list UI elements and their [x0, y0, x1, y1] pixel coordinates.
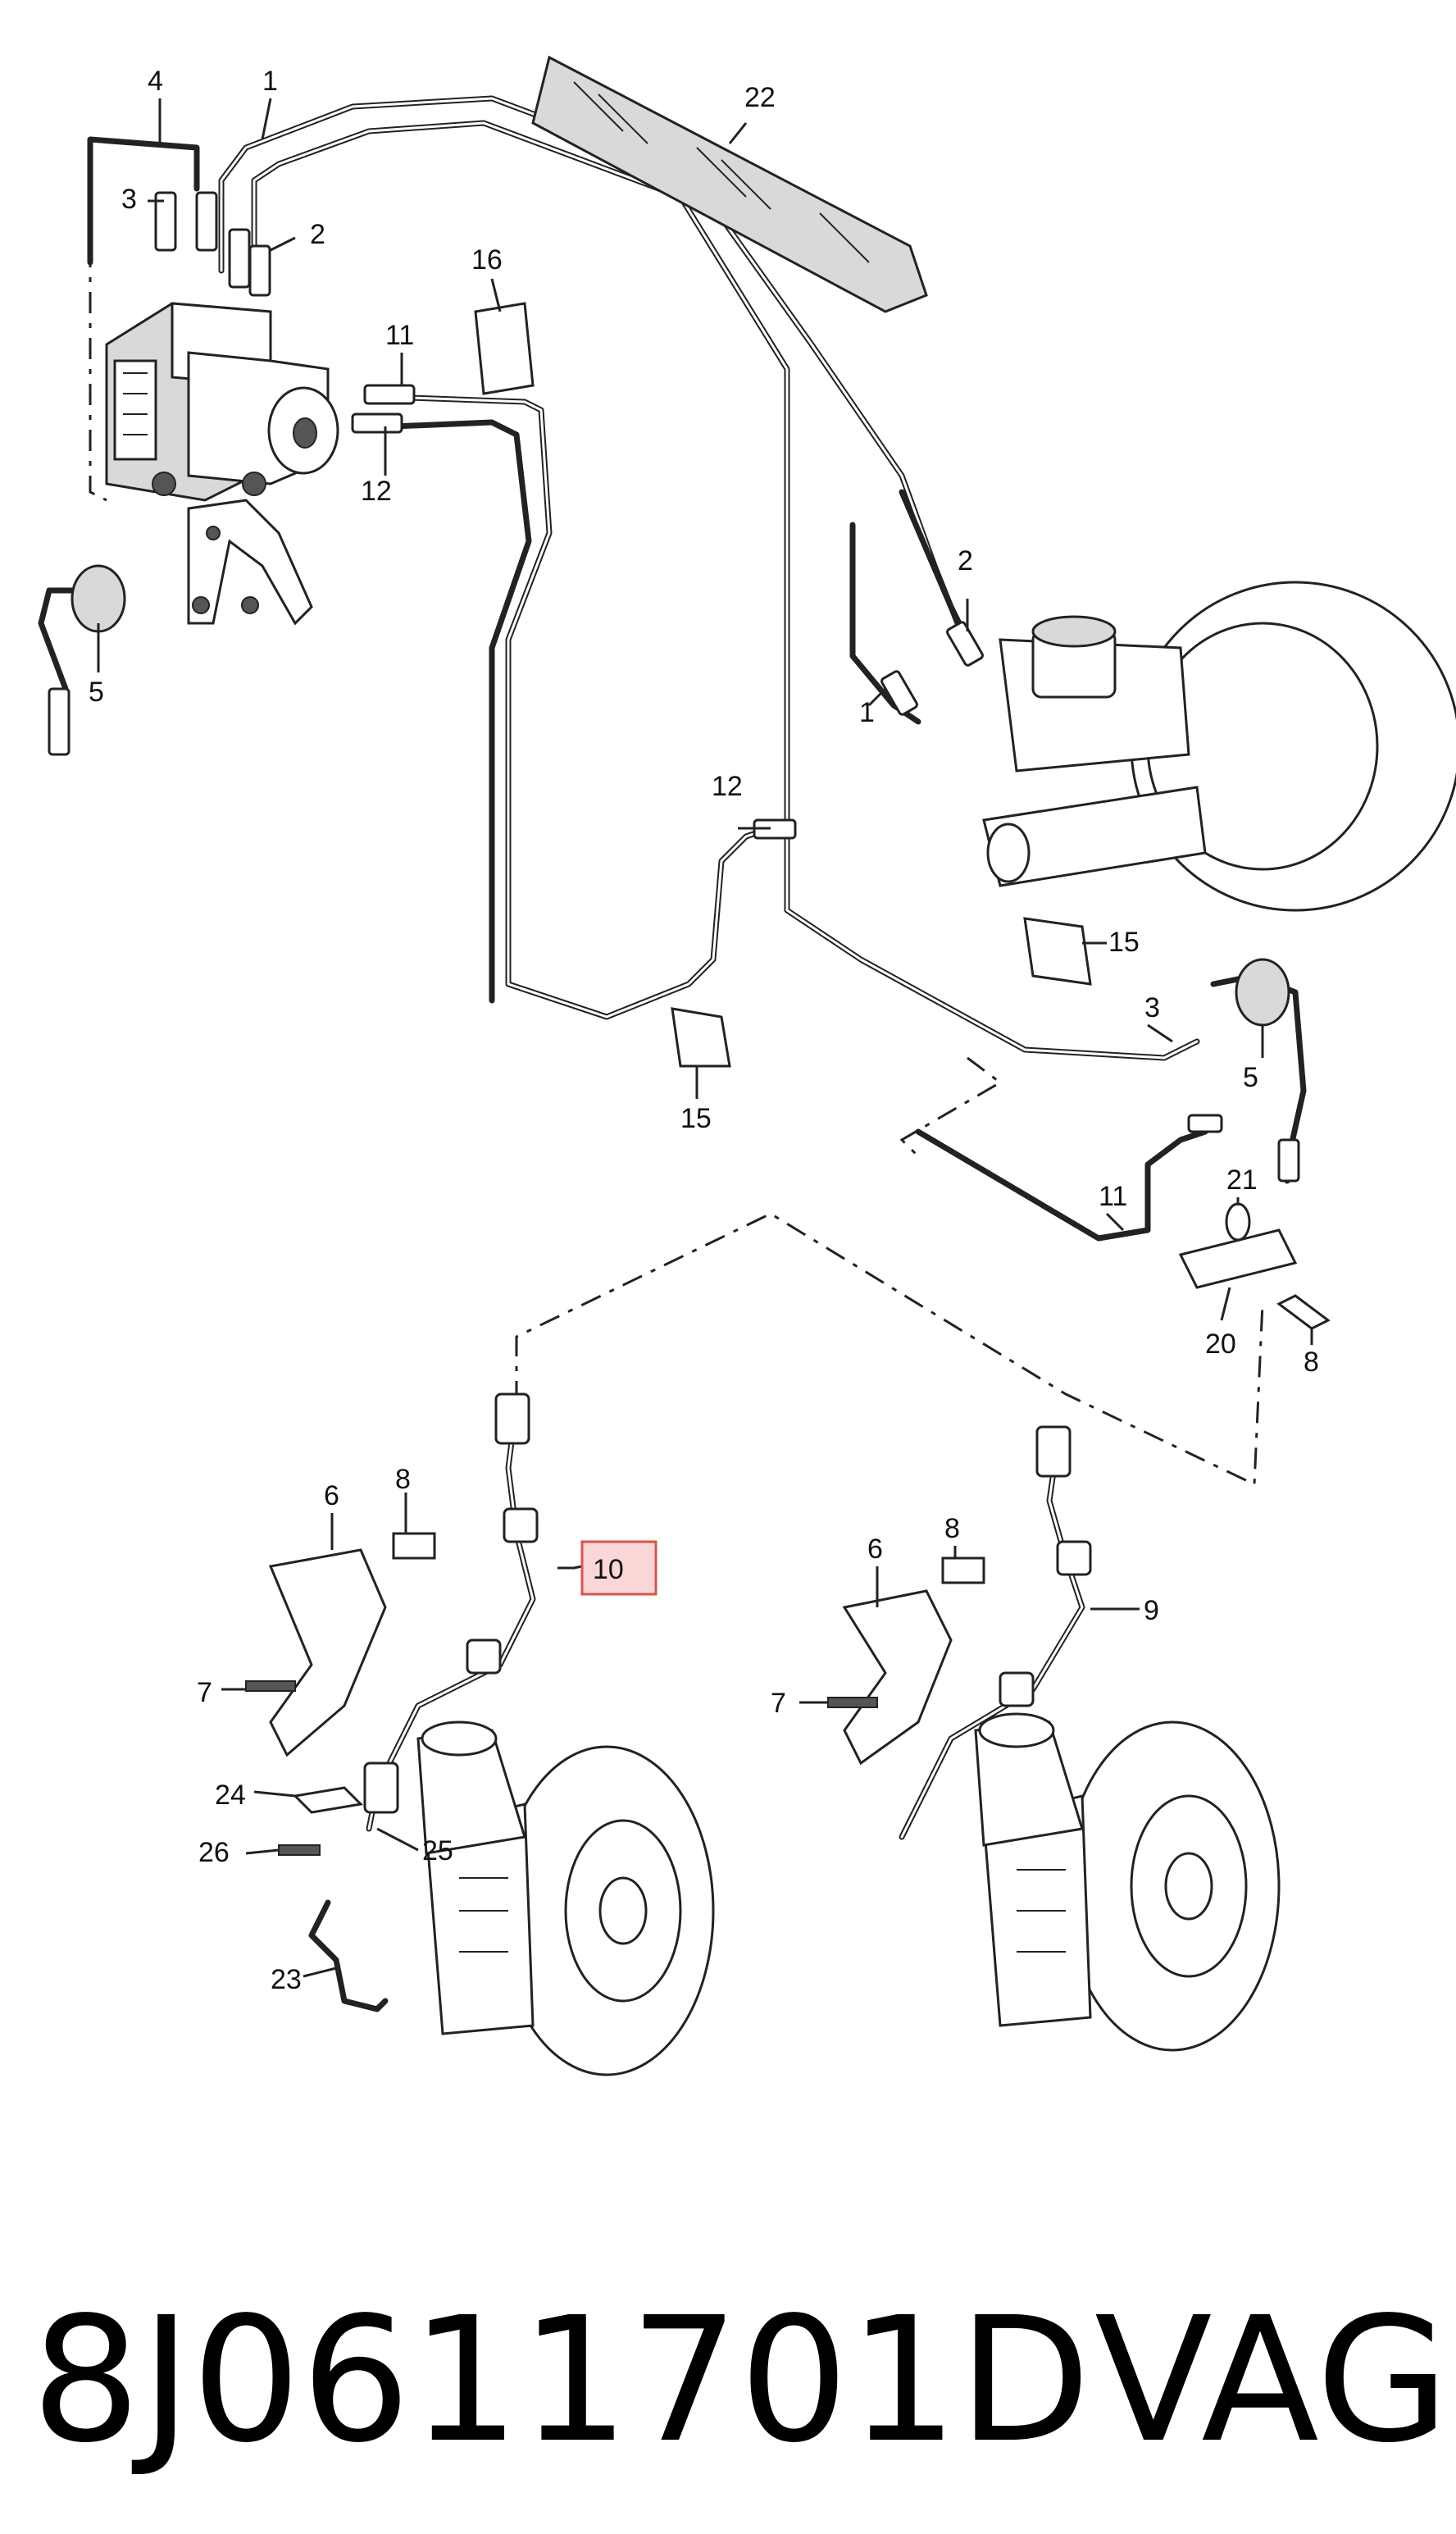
leader-lines — [97, 98, 1313, 1978]
callout-1a: 1 — [262, 66, 278, 97]
callout-23: 23 — [271, 1964, 302, 1995]
callout-11a: 11 — [385, 320, 414, 351]
callout-5a: 5 — [89, 677, 104, 708]
callout-11b: 11 — [1099, 1181, 1127, 1212]
callout-5b: 5 — [1243, 1062, 1258, 1093]
pipe-clips — [474, 302, 1092, 1068]
part-number-text: 8J0611701D — [31, 2280, 1091, 2481]
callout-16: 16 — [471, 244, 503, 276]
line-holder-22 — [531, 55, 928, 313]
abs-hydraulic-unit — [105, 302, 339, 502]
callout-26: 26 — [198, 1837, 230, 1868]
abs-bracket — [187, 499, 313, 626]
callout-8b: 8 — [944, 1513, 960, 1544]
callout-22: 22 — [744, 82, 776, 113]
callout-6b: 6 — [867, 1534, 883, 1565]
callout-2a: 2 — [310, 219, 325, 250]
callout-12a: 12 — [361, 476, 392, 507]
callout-6a: 6 — [324, 1480, 339, 1511]
callout-10: 10 — [593, 1554, 624, 1585]
left-brake-assembly — [245, 1392, 715, 2076]
brand-text: VAG — [1094, 2280, 1449, 2481]
callout-7a: 7 — [197, 1677, 212, 1708]
callout-3a: 3 — [121, 184, 137, 215]
callout-4: 4 — [148, 66, 163, 97]
pipe-fittings — [48, 191, 1300, 1183]
callout-21: 21 — [1226, 1164, 1258, 1196]
bracket-20-21 — [1178, 1202, 1331, 1330]
callout-15b: 15 — [1108, 927, 1140, 958]
callout-3b: 3 — [1144, 992, 1160, 1023]
callout-8c: 8 — [1304, 1347, 1319, 1378]
right-brake-assembly — [827, 1425, 1281, 2052]
callout-24: 24 — [215, 1780, 246, 1811]
callout-20: 20 — [1205, 1329, 1236, 1360]
callout-8a: 8 — [395, 1464, 411, 1495]
callout-15a: 15 — [680, 1103, 712, 1134]
callout-7b: 7 — [771, 1688, 786, 1719]
callout-numbers: 1 1 2 2 3 3 4 5 5 6 6 7 7 8 8 8 9 10 11 … — [89, 66, 1319, 1995]
highlight-box-10 — [580, 1540, 657, 1596]
callout-1b: 1 — [859, 697, 875, 728]
callout-2b: 2 — [958, 545, 973, 577]
callout-12b: 12 — [712, 771, 743, 802]
master-cylinder-booster — [982, 581, 1456, 912]
connection-dash-lines — [89, 246, 1264, 1487]
callout-25: 25 — [422, 1835, 453, 1866]
callout-9: 9 — [1144, 1595, 1159, 1626]
